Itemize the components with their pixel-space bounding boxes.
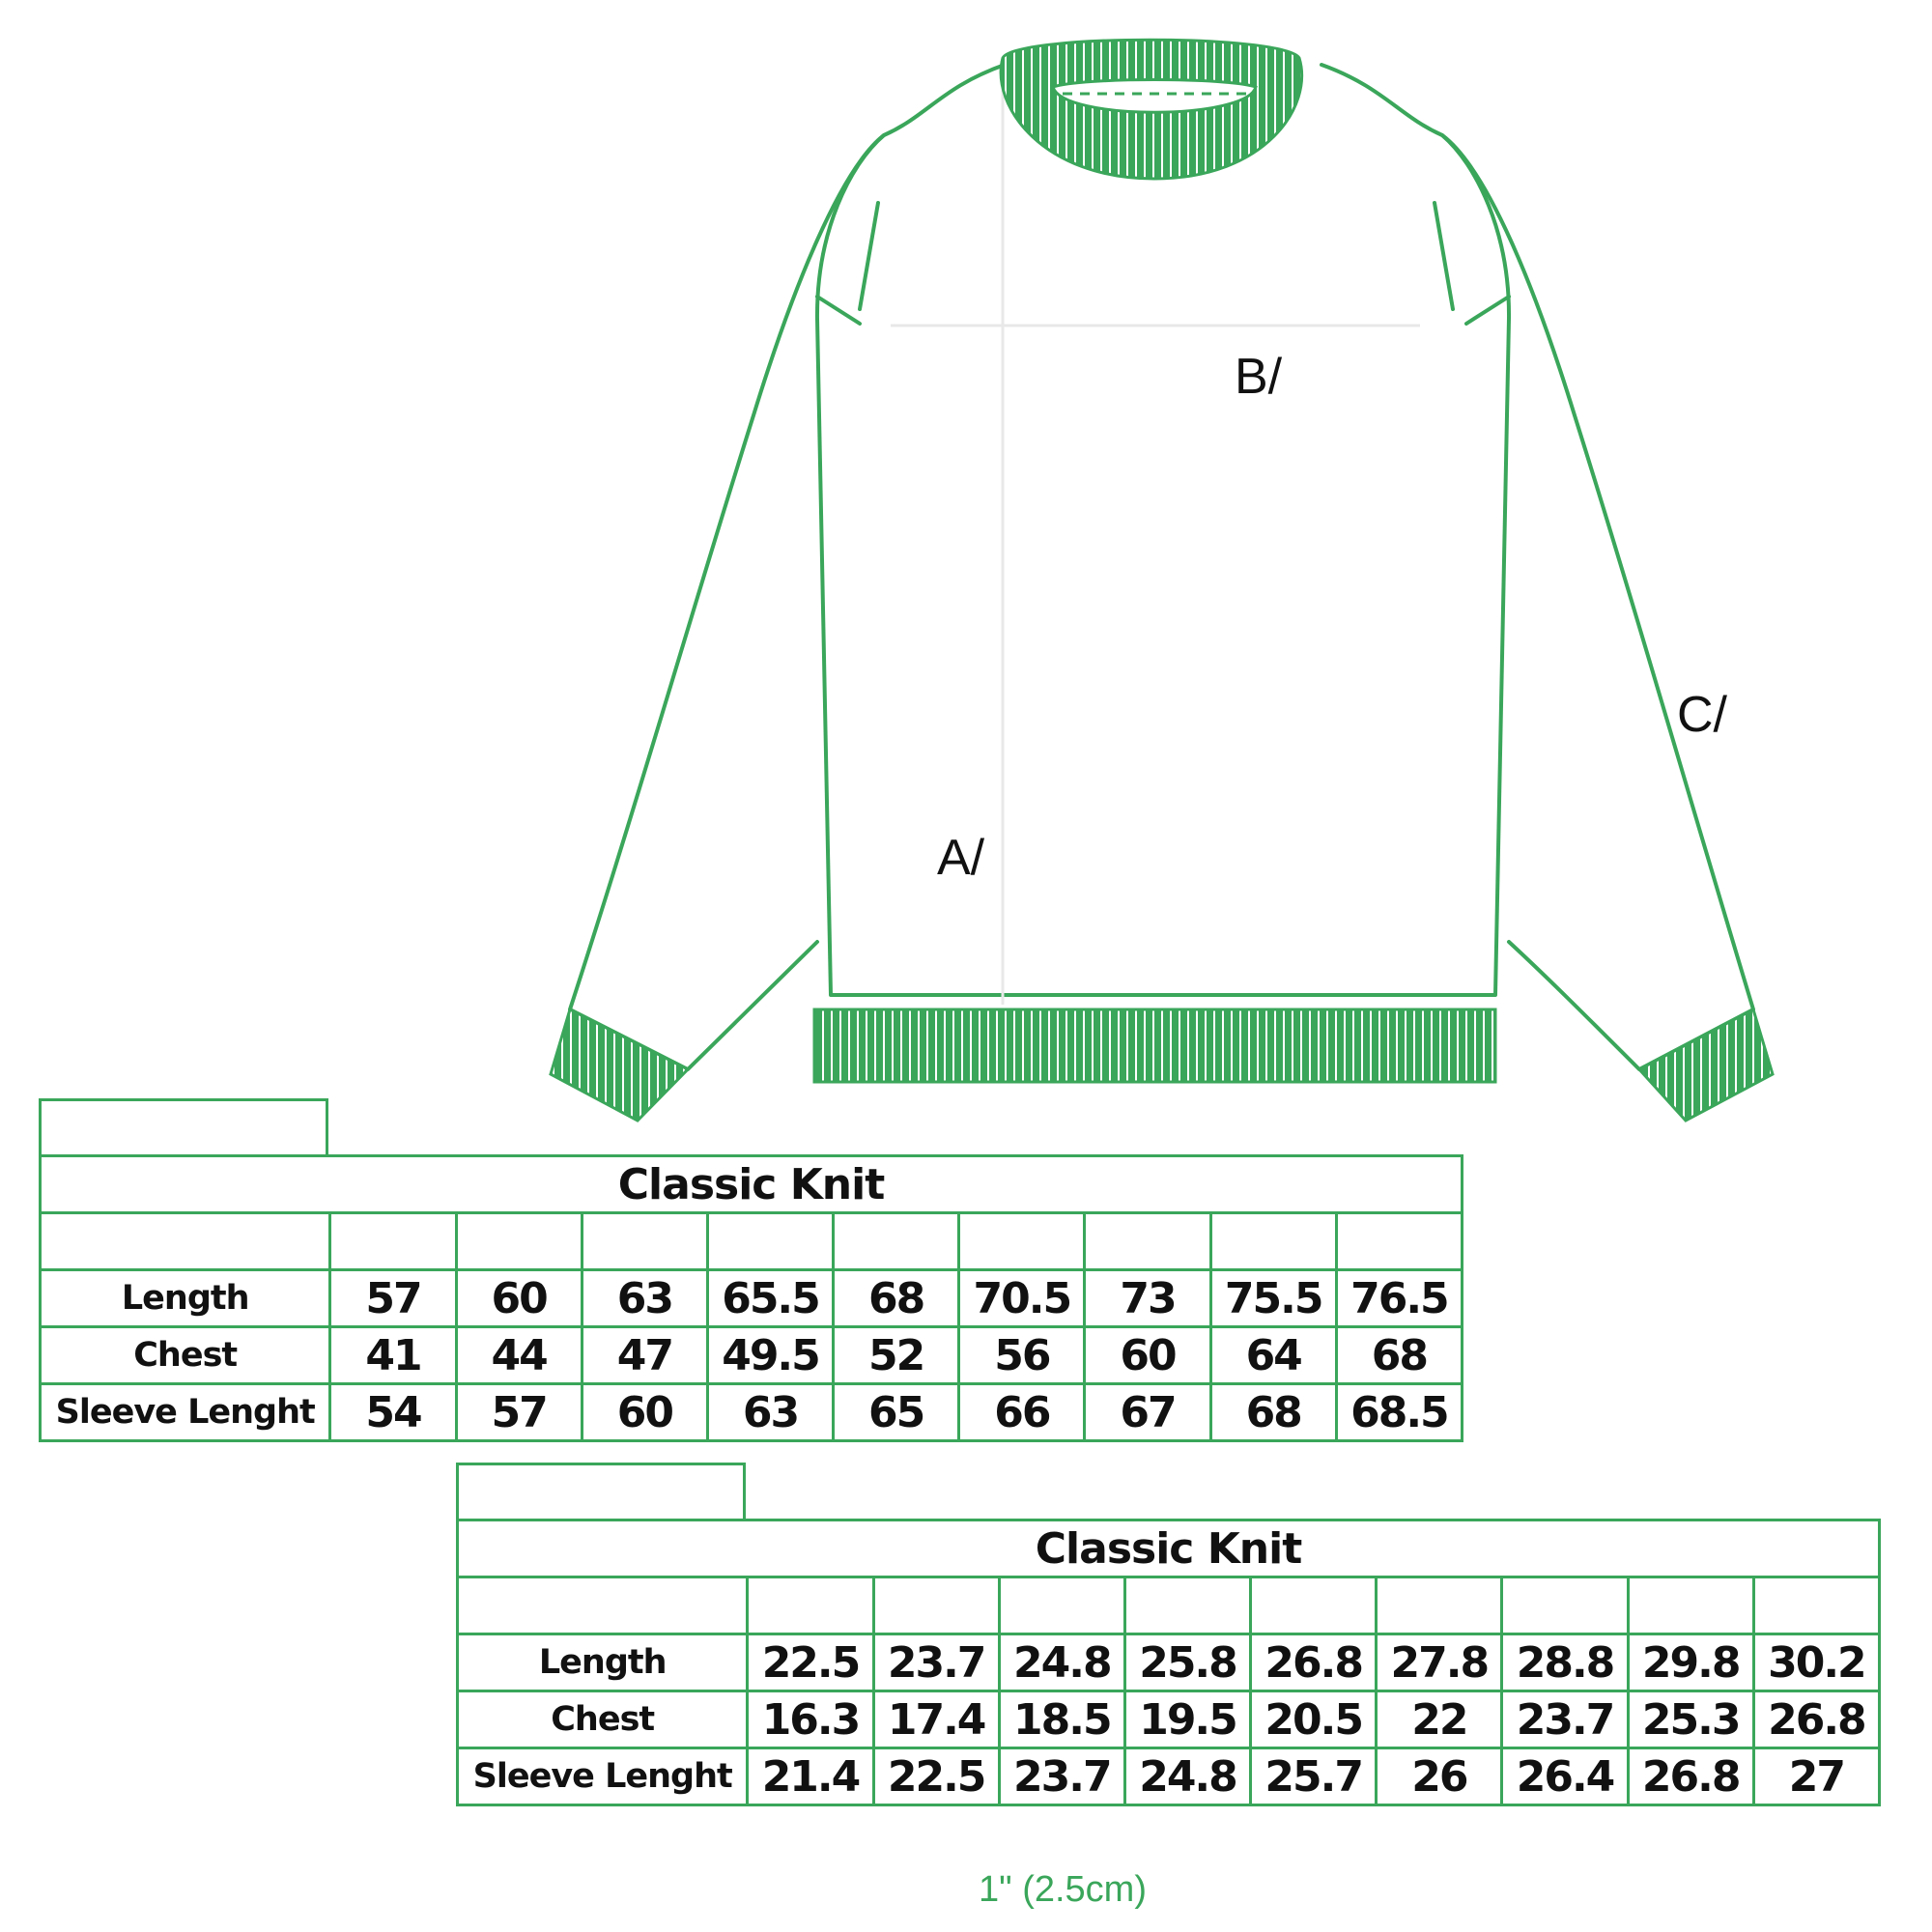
cell: 26	[1375, 1747, 1504, 1806]
cell: 29.8	[1626, 1633, 1755, 1692]
table-row: Length 22.5 23.7 24.8 25.8 26.8 27.8 28.…	[455, 1633, 1882, 1692]
cell: 26.8	[1249, 1633, 1378, 1692]
cell: 26.8	[1751, 1690, 1882, 1749]
cell: 60	[454, 1268, 583, 1328]
table-row: Sleeve Lenght 54 57 60 63 65 66 67 68 68…	[38, 1382, 1464, 1442]
cell: 21.4	[746, 1747, 875, 1806]
size-table-cm: Classic Knit Length 57 60 63 65.5 68 70.…	[38, 1154, 1464, 1442]
cell: 64	[1208, 1325, 1338, 1385]
cell: 76.5	[1334, 1268, 1464, 1328]
row-label: Sleeve Lenght	[38, 1382, 332, 1442]
cell: 73	[1083, 1268, 1212, 1328]
row-label: Chest	[455, 1690, 750, 1749]
right-sleeve-outline	[1440, 133, 1755, 1071]
cell: 19.5	[1122, 1690, 1253, 1749]
right-cuff	[1636, 1007, 1775, 1122]
cell: 23.7	[871, 1633, 1001, 1692]
table-title: Classic Knit	[456, 1519, 1881, 1578]
cell: 24.8	[1122, 1747, 1253, 1806]
cell: 24.8	[997, 1633, 1126, 1692]
cell: 47	[580, 1325, 709, 1385]
cell: 57	[454, 1382, 583, 1442]
table-title: Classic Knit	[39, 1154, 1463, 1214]
chest-label: B/	[1235, 349, 1283, 405]
cell: 70.5	[957, 1268, 1087, 1328]
cell: 75.5	[1208, 1268, 1338, 1328]
cell: 17.4	[871, 1690, 1001, 1749]
table-row: Chest 16.3 17.4 18.5 19.5 20.5 22 23.7 2…	[455, 1690, 1882, 1749]
cell: 25.3	[1626, 1690, 1755, 1749]
cell: 60	[580, 1382, 709, 1442]
left-cuff	[549, 1007, 691, 1122]
sleeve-label: C/	[1677, 687, 1727, 743]
cell: 18.5	[997, 1690, 1126, 1749]
cell: 54	[328, 1382, 458, 1442]
sweater-flat-sketch	[549, 38, 1775, 1122]
cell: 56	[957, 1325, 1087, 1385]
cell: 20.5	[1249, 1690, 1378, 1749]
cell: 52	[832, 1325, 961, 1385]
cell: 25.7	[1249, 1747, 1378, 1806]
cell: 65	[832, 1382, 961, 1442]
left-sleeve-outline	[568, 133, 886, 1071]
cell: 68	[832, 1268, 961, 1328]
inch-table-tab	[456, 1463, 746, 1520]
cell: 25.8	[1122, 1633, 1253, 1692]
row-label: Chest	[38, 1325, 332, 1385]
cell: 26.8	[1626, 1747, 1755, 1806]
cell: 57	[328, 1268, 458, 1328]
cell: 27.8	[1375, 1633, 1504, 1692]
table-row: Chest 41 44 47 49.5 52 56 60 64 68	[38, 1325, 1464, 1385]
cell: 23.7	[1500, 1690, 1630, 1749]
cell: 65.5	[705, 1268, 836, 1328]
cell: 22.5	[746, 1633, 875, 1692]
cell: 63	[580, 1268, 709, 1328]
cell: 60	[1083, 1325, 1212, 1385]
cell: 27	[1751, 1747, 1882, 1806]
cell: 68	[1334, 1325, 1464, 1385]
cell: 49.5	[705, 1325, 836, 1385]
header-row	[455, 1576, 1882, 1635]
cell: 66	[957, 1382, 1087, 1442]
cell: 22.5	[871, 1747, 1001, 1806]
cell: 68.5	[1334, 1382, 1464, 1442]
cm-table-tab	[39, 1098, 328, 1156]
cell: 16.3	[746, 1690, 875, 1749]
waist-rib	[812, 1008, 1497, 1084]
row-label: Sleeve Lenght	[455, 1747, 750, 1806]
header-row	[38, 1211, 1464, 1271]
cell: 22	[1375, 1690, 1504, 1749]
cell: 41	[328, 1325, 458, 1385]
cell: 68	[1208, 1382, 1338, 1442]
unit-conversion-note: 1" (2.5cm)	[979, 1869, 1147, 1910]
length-label: A/	[937, 830, 985, 886]
size-table-inch: Classic Knit Length 22.5 23.7 24.8 25.8 …	[455, 1519, 1882, 1806]
cell: 23.7	[997, 1747, 1126, 1806]
cell: 26.4	[1500, 1747, 1630, 1806]
cell: 28.8	[1500, 1633, 1630, 1692]
row-label: Length	[38, 1268, 332, 1328]
cell: 67	[1083, 1382, 1212, 1442]
table-row: Length 57 60 63 65.5 68 70.5 73 75.5 76.…	[38, 1268, 1464, 1328]
cell: 63	[705, 1382, 836, 1442]
collar-rib	[999, 38, 1304, 181]
cell: 44	[454, 1325, 583, 1385]
row-label: Length	[455, 1633, 750, 1692]
cell: 30.2	[1751, 1633, 1882, 1692]
table-row: Sleeve Lenght 21.4 22.5 23.7 24.8 25.7 2…	[455, 1747, 1882, 1806]
body-outline	[814, 63, 1512, 997]
